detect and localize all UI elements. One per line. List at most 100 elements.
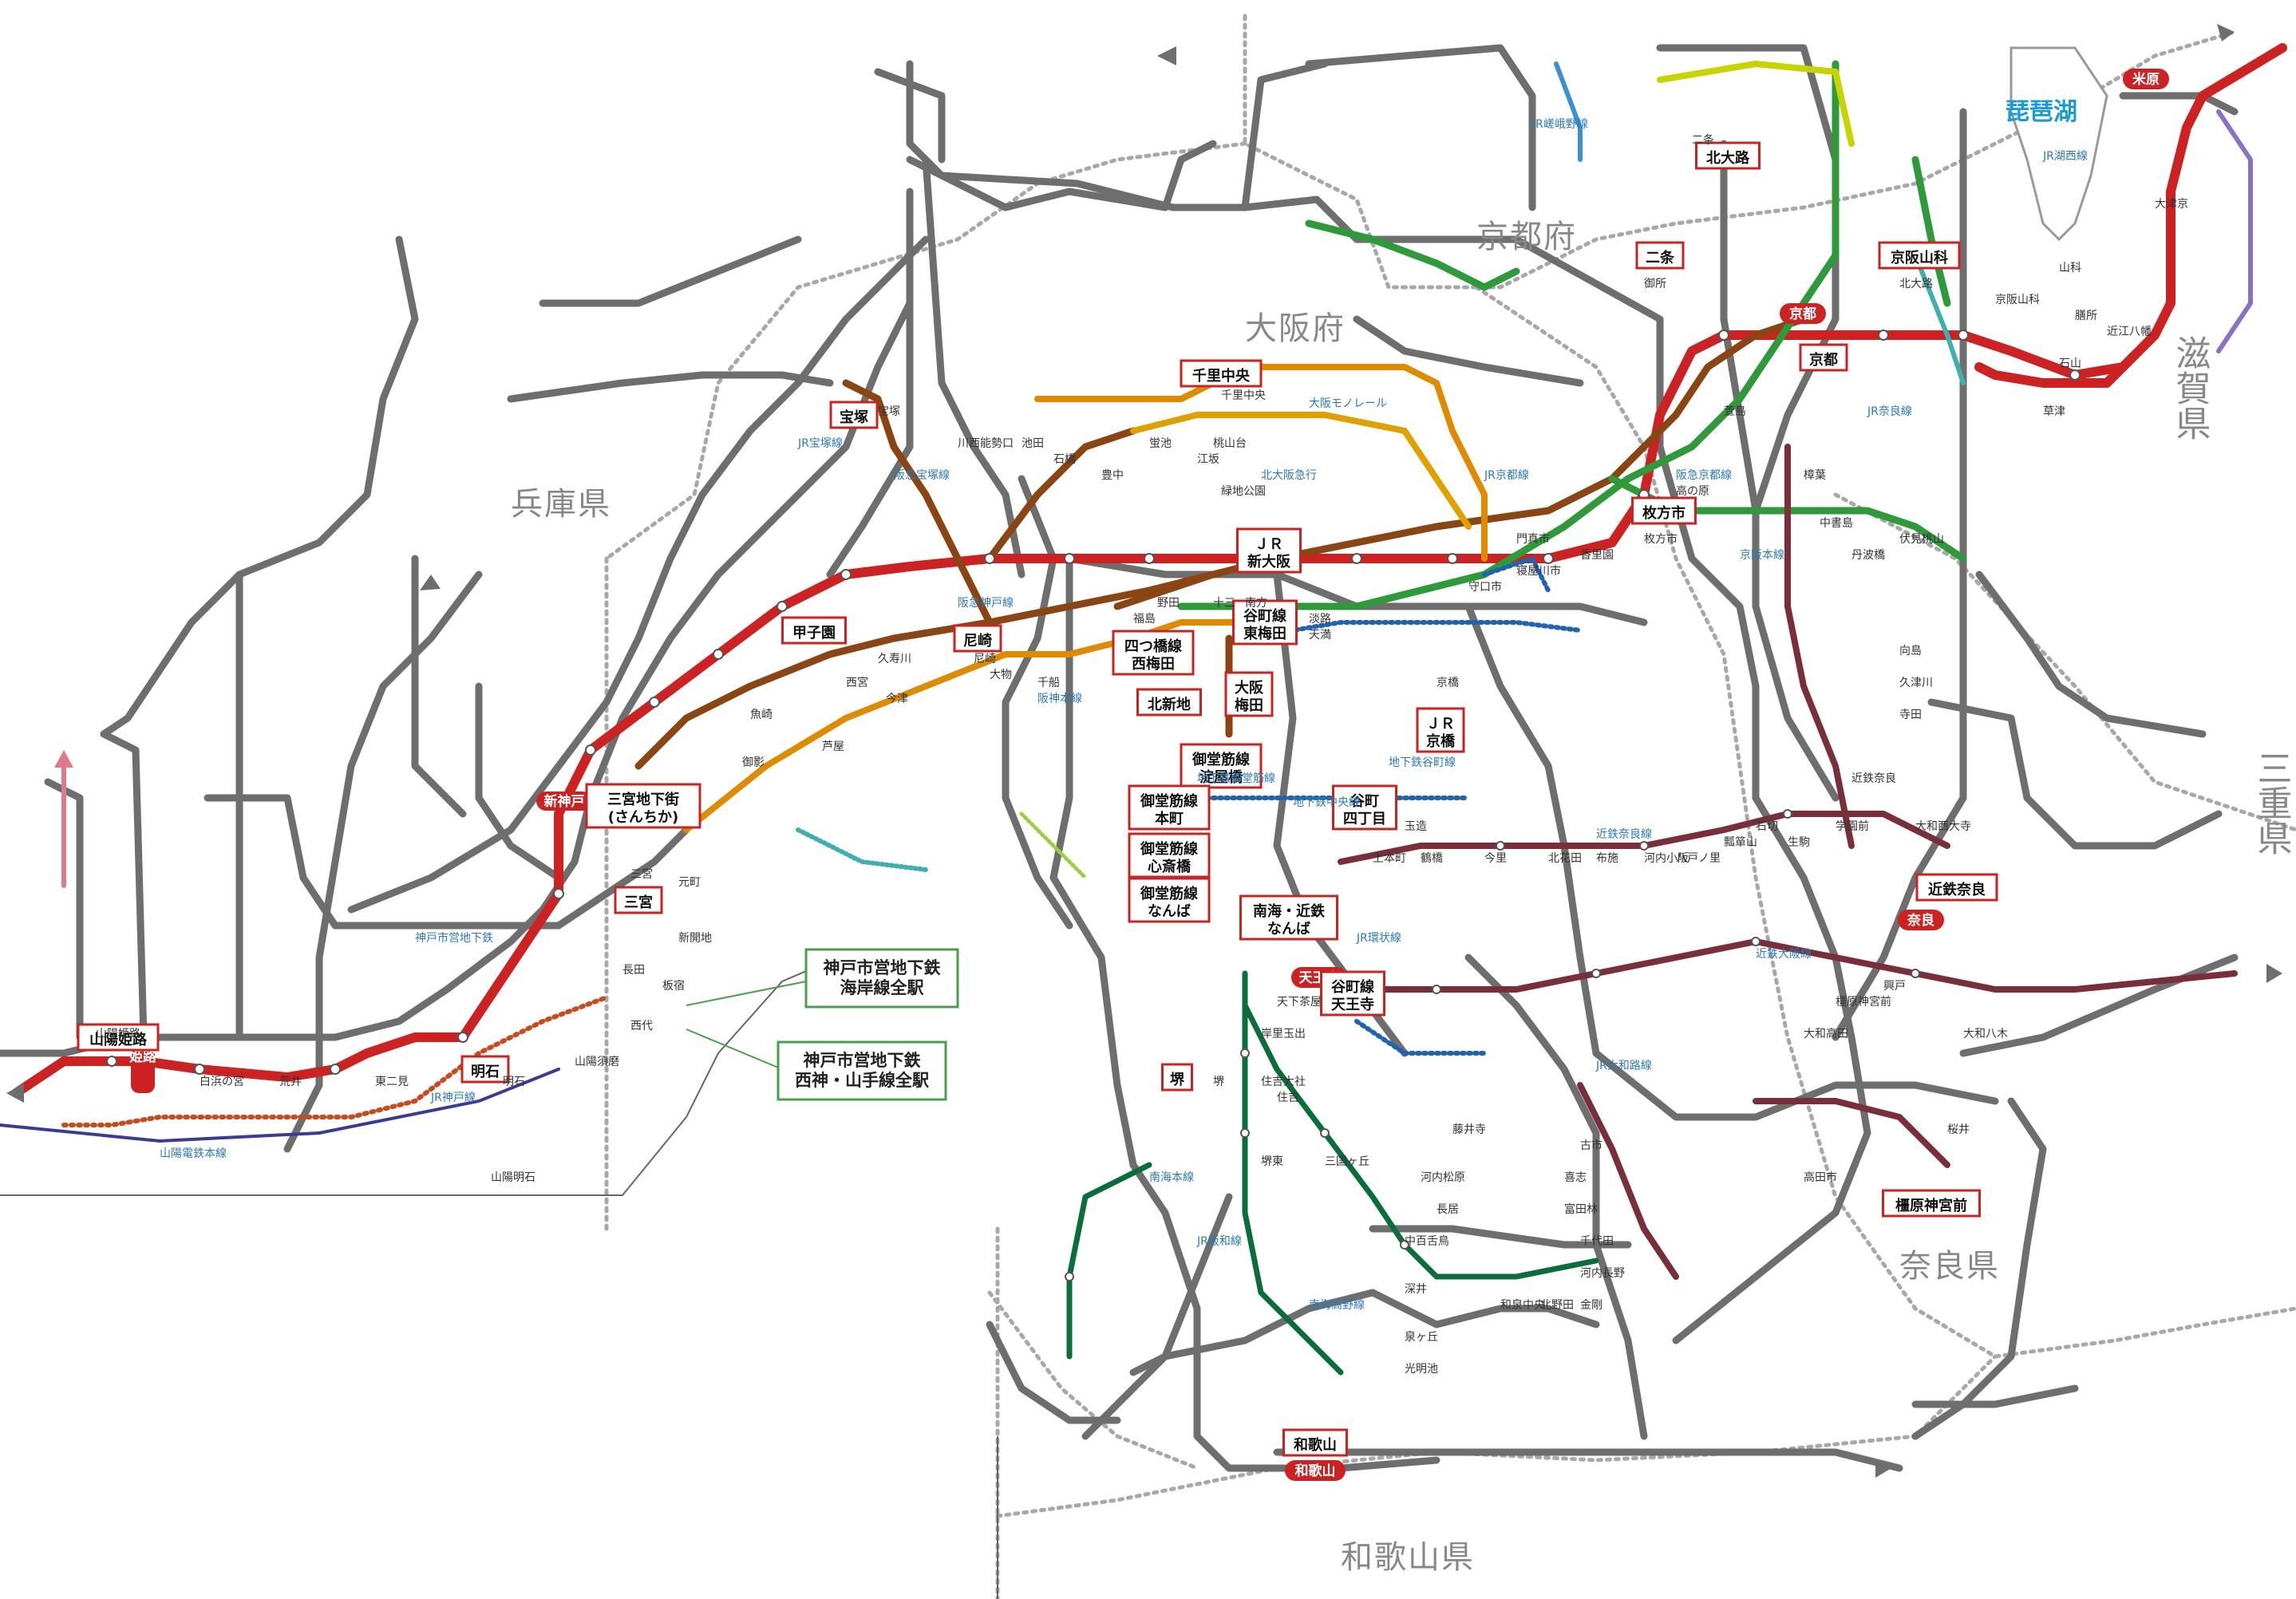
line-label: 神戸市営地下鉄	[415, 931, 493, 945]
hub-kitaoji: 北大路	[1695, 141, 1761, 170]
line-label: 近鉄奈良線	[1596, 828, 1652, 841]
station-label: 千里中央	[1221, 389, 1266, 402]
hub-kintetsu-nara: 近鉄奈良	[1915, 873, 1998, 902]
station-label: 久津川	[1899, 677, 1933, 689]
station-label: 今里	[1484, 852, 1507, 865]
station-label: 長田	[622, 964, 645, 977]
hub-sakai: 堺	[1161, 1063, 1193, 1092]
arrow-right-icon	[2217, 24, 2235, 41]
hub-umeda: 大阪梅田	[1224, 671, 1274, 717]
station-label: 新開地	[678, 932, 712, 945]
station-label: 久寿川	[878, 652, 911, 665]
prefecture-borders	[604, 14, 2296, 1599]
station-label: 桃山台	[1213, 437, 1247, 450]
hub-label: 谷町線東梅田	[1243, 607, 1286, 642]
station-label: 膳所	[2075, 310, 2097, 322]
station-label: 藤井寺	[1452, 1123, 1486, 1136]
station-label: 高田市	[1804, 1171, 1837, 1184]
line-label: 南海高野線	[1309, 1298, 1365, 1312]
station-label: 堺	[1213, 1076, 1224, 1088]
hub-label: ＪＲ京橋	[1426, 716, 1456, 750]
station-label: 大津京	[2155, 198, 2188, 211]
hub-kyoto-st: 京都	[1799, 343, 1848, 372]
sanyo-line	[61, 995, 609, 1127]
hub-hirakatashi: 枚方市	[1631, 496, 1697, 525]
station-label: 萱島	[1724, 405, 1746, 418]
station-label: 樟葉	[1804, 468, 1826, 482]
prefecture-labels: 京都府 大阪府 兵庫県 奈良県 和歌山県	[511, 219, 2000, 1576]
hub-namba2: 南海・近鉄なんば	[1239, 894, 1338, 941]
svg-text:奈良: 奈良	[1907, 912, 1934, 929]
hub-label: 山陽姫路	[89, 1031, 148, 1048]
hub-honmachi: 御堂筋線本町	[1128, 784, 1211, 831]
hub-sanyo-himeji: 山陽姫路	[77, 1023, 160, 1052]
station-label: 深井	[1405, 1283, 1427, 1296]
svg-text:米原: 米原	[2132, 71, 2160, 88]
station-label: 堺東	[1261, 1155, 1283, 1168]
station-label: 京橋	[1436, 677, 1459, 689]
hub-label: 京都	[1809, 351, 1838, 369]
hub-label: 橿原神宮前	[1895, 1197, 1967, 1214]
line-label: 京阪本線	[1740, 549, 1784, 562]
hub-label: 二条	[1646, 249, 1675, 266]
station-label: 大物	[990, 669, 1012, 681]
hub-label: 谷町四丁目	[1343, 793, 1386, 827]
hub-label: 御堂筋線本町	[1140, 792, 1198, 827]
station-label: 八戸ノ里	[1676, 852, 1721, 865]
station-label: 富田林	[1564, 1202, 1598, 1216]
station-label: 和泉中央	[1500, 1298, 1545, 1312]
arrow-left-icon	[1157, 46, 1176, 65]
arrow-right-icon	[2266, 964, 2282, 983]
line-label: JR大和路線	[1595, 1060, 1652, 1072]
hub-nijo: 二条	[1635, 241, 1685, 270]
station-label: 南方	[1245, 597, 1267, 610]
hub-wakayama-st: 和歌山	[1282, 1428, 1348, 1457]
svg-text:神戸市営地下鉄海岸線全駅: 神戸市営地下鉄海岸線全駅	[824, 958, 941, 997]
station-label: 中書島	[1820, 517, 1853, 530]
station-label: 枚方市	[1644, 532, 1678, 546]
hub-label: 大阪梅田	[1235, 679, 1264, 714]
hub-label: 京阪山科	[1891, 249, 1948, 266]
lake-biwa: 琵琶湖	[2006, 46, 2108, 242]
station-label: 二条	[1692, 133, 1714, 147]
line-label: 山陽電鉄本線	[160, 1147, 227, 1160]
terminal-maibara: 米原	[2123, 69, 2169, 89]
keihan-lines	[1177, 60, 1967, 610]
station-label: 泉ヶ丘	[1405, 1330, 1438, 1344]
station-label: 十三	[1213, 597, 1235, 610]
station-label: 山陽姫路	[96, 1028, 140, 1040]
hub-label: 和歌山	[1294, 1436, 1337, 1454]
station-label: 玉造	[1405, 820, 1427, 833]
station-markers	[106, 330, 2081, 1281]
station-label: 住吉大社	[1261, 1076, 1306, 1088]
station-label: 喜志	[1564, 1171, 1587, 1184]
line-label: 阪急神戸線	[958, 597, 1014, 610]
station-label: 白浜の宮	[200, 1076, 244, 1088]
hub-keihan-yamashina: 京阪山科	[1878, 241, 1961, 270]
line-label: JR京都線	[1484, 469, 1529, 482]
station-label: 蛍池	[1149, 437, 1172, 450]
line-label: JR環状線	[1356, 932, 1401, 945]
station-label: 近江八幡	[2107, 326, 2152, 338]
line-labels: JR神戸線JR宝塚線JR京都線JR大和路線JR阪和線JR環状線JR奈良線JR嵯峨…	[160, 118, 2088, 1312]
station-label: 伏見桃山	[1899, 533, 1944, 546]
pref-mie: 三重県	[2251, 750, 2292, 855]
shinkansen-line	[0, 1068, 560, 1143]
hub-tennoji-hub: 谷町線天王寺	[1320, 970, 1385, 1017]
pref-nara: 奈良県	[1899, 1248, 2000, 1285]
hub-kyobashi: ＪＲ京橋	[1416, 707, 1465, 753]
line-label: JR湖西線	[2042, 150, 2088, 163]
line-label: JR神戸線	[430, 1092, 476, 1104]
station-label: 明石	[503, 1076, 525, 1088]
station-label: 今津	[886, 693, 908, 705]
line-label: 阪急京都線	[1676, 469, 1732, 482]
pref-shiga: 滋賀県	[2170, 335, 2211, 440]
hub-koshien: 甲子園	[781, 616, 847, 645]
station-label: 守口市	[1468, 580, 1502, 594]
station-label: 岸里玉出	[1261, 1028, 1306, 1040]
line-label: 大阪モノレール	[1309, 397, 1387, 410]
station-label: 河内小阪	[1644, 852, 1689, 865]
station-label: 大和西大寺	[1915, 820, 1971, 833]
terminal-nara: 奈良	[1898, 910, 1944, 930]
